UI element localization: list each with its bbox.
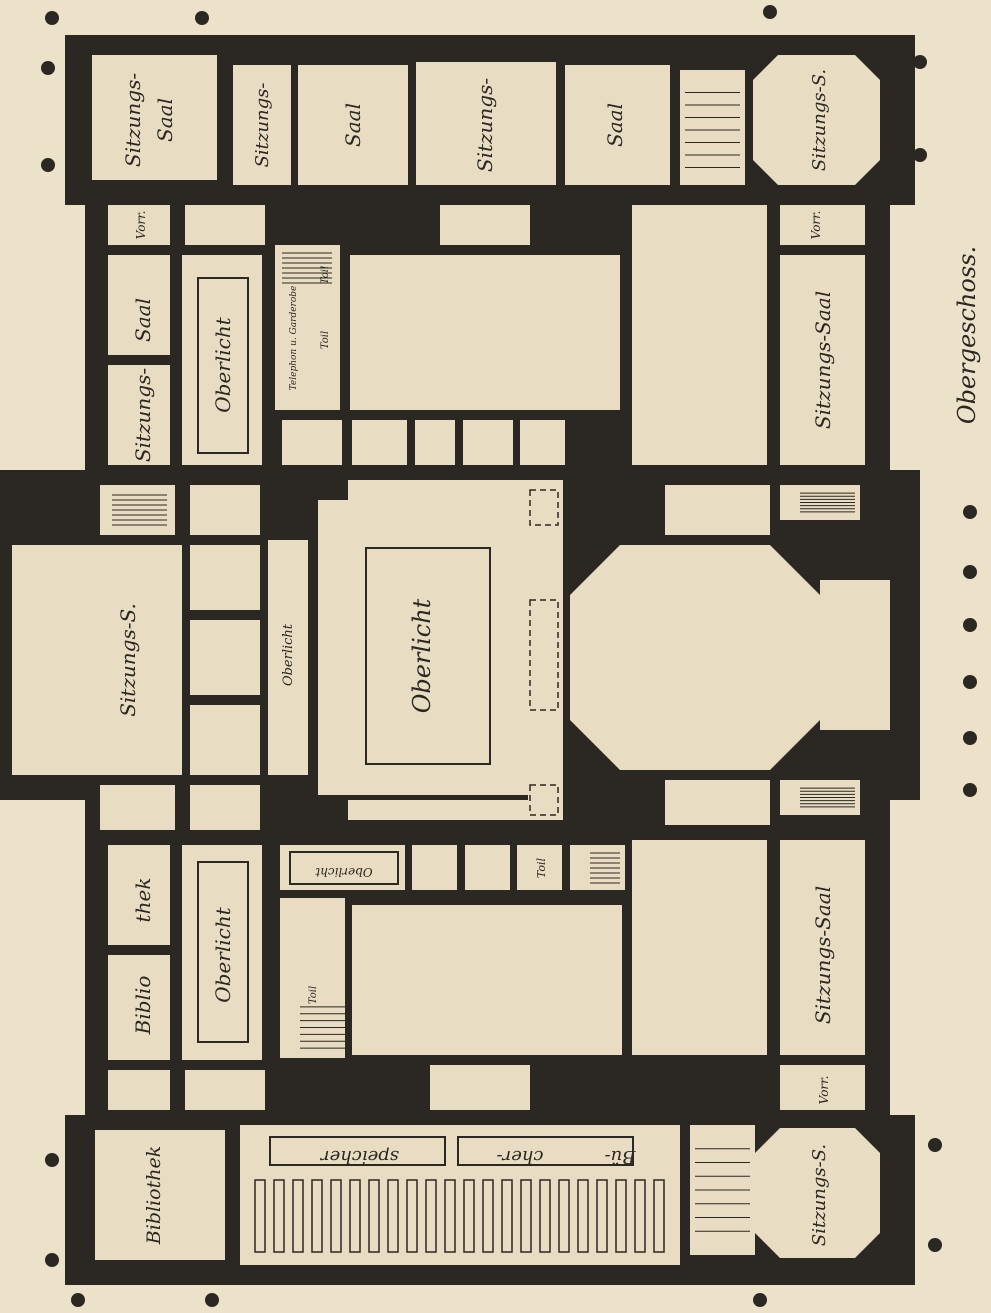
label-sitzungs-left: Sitzungs- [131,368,155,463]
column-dot [41,61,55,75]
label-thek: thek [131,878,155,923]
label-vorr-bottom: Vorr. [817,1076,831,1105]
column-dot [963,565,977,579]
shelf [558,1179,570,1253]
label-sitzungs-s-tr: Sitzungs-S. [809,69,830,171]
column-dot [45,11,59,25]
label-saal-col5: Saal [603,103,627,147]
column-dot [913,148,927,162]
shelf [539,1179,551,1253]
label-sitzungs-col2: Sitzungs- [252,83,273,168]
label-sitzungs-saal-right-bottom: Sitzungs-Saal [811,886,835,1024]
label-oberlicht-small: Oberlicht [281,623,296,686]
middle-section [12,480,890,830]
shelf [254,1179,266,1253]
column-dot [928,1238,942,1252]
column-dot [41,158,55,172]
label-oberlicht-center: Oberlicht [408,598,436,713]
column-dot [71,1293,85,1307]
stairs [112,92,855,1232]
label-saal-left: Saal [131,298,155,342]
label-vorr-right-top: Vorr. [809,211,823,240]
label-bucherspeicher-2: cher- [496,1146,543,1167]
shelf [330,1179,342,1253]
column-dot [763,5,777,19]
label-bibliothek: Bibliothek [143,1146,165,1245]
shelf [501,1179,513,1253]
plan-caption: Obergeschoss. [953,246,981,424]
label-toil-1: Toil [320,266,331,284]
shelf [520,1179,532,1253]
column-dot [963,618,977,632]
label-biblio: Biblio [131,976,155,1036]
column-dot [963,783,977,797]
column-dot [963,505,977,519]
top-row-rooms [92,55,880,185]
shelf [425,1179,437,1253]
label-toil-2: Toil [320,331,331,349]
column-dot [913,55,927,69]
column-dot [753,1293,767,1307]
label-sitzungs-saal-right-top: Sitzungs-Saal [811,291,835,429]
shelf [653,1179,665,1253]
label-saal-col3: Saal [341,103,365,147]
column-dots [41,5,977,1307]
shelf [444,1179,456,1253]
label-sitzungs-s-br: Sitzungs-S. [809,1144,830,1246]
upper-left-wing [108,205,865,465]
label-toil-3: Toil [535,857,548,878]
shelf [368,1179,380,1253]
label-oberlicht-bottom: Oberlicht [211,906,235,1002]
lower-wing [108,840,865,1110]
label-telephon: Telephon u. Garderobe [289,286,299,391]
column-dot [45,1253,59,1267]
label-vorr-left-top: Vorr. [134,211,148,240]
shelf [311,1179,323,1253]
label-bucherspeicher-3: speicher [320,1146,399,1167]
label-oberlicht-top: Oberlicht [211,316,235,412]
shelf [349,1179,361,1253]
shelf [406,1179,418,1253]
column-dot [928,1138,942,1152]
label-sitzungs-s-left-big: Sitzungs-S. [116,603,140,717]
shelving [254,1179,665,1253]
shelf [596,1179,608,1253]
shelf [387,1179,399,1253]
shelf [273,1179,285,1253]
label-oberlicht-box: Oberlicht [315,865,372,879]
shelf [615,1179,627,1253]
column-dot [963,675,977,689]
room-labels: Sitzungs- Saal Sitzungs- Saal Sitzungs- … [116,69,981,1246]
column-dot [963,731,977,745]
shelf [292,1179,304,1253]
label-sitzungs-saal-tl-1: Sitzungs- [121,73,145,168]
label-toil-4: Toil [308,986,319,1004]
shelf [482,1179,494,1253]
label-sitzungs-col4: Sitzungs- [473,78,497,173]
column-dot [45,1153,59,1167]
shelf [634,1179,646,1253]
column-dot [195,11,209,25]
label-sitzungs-saal-tl-2: Saal [153,98,177,142]
shelf [463,1179,475,1253]
label-bucherspeicher-1: Bü- [605,1146,637,1167]
shelf [577,1179,589,1253]
column-dot [205,1293,219,1307]
